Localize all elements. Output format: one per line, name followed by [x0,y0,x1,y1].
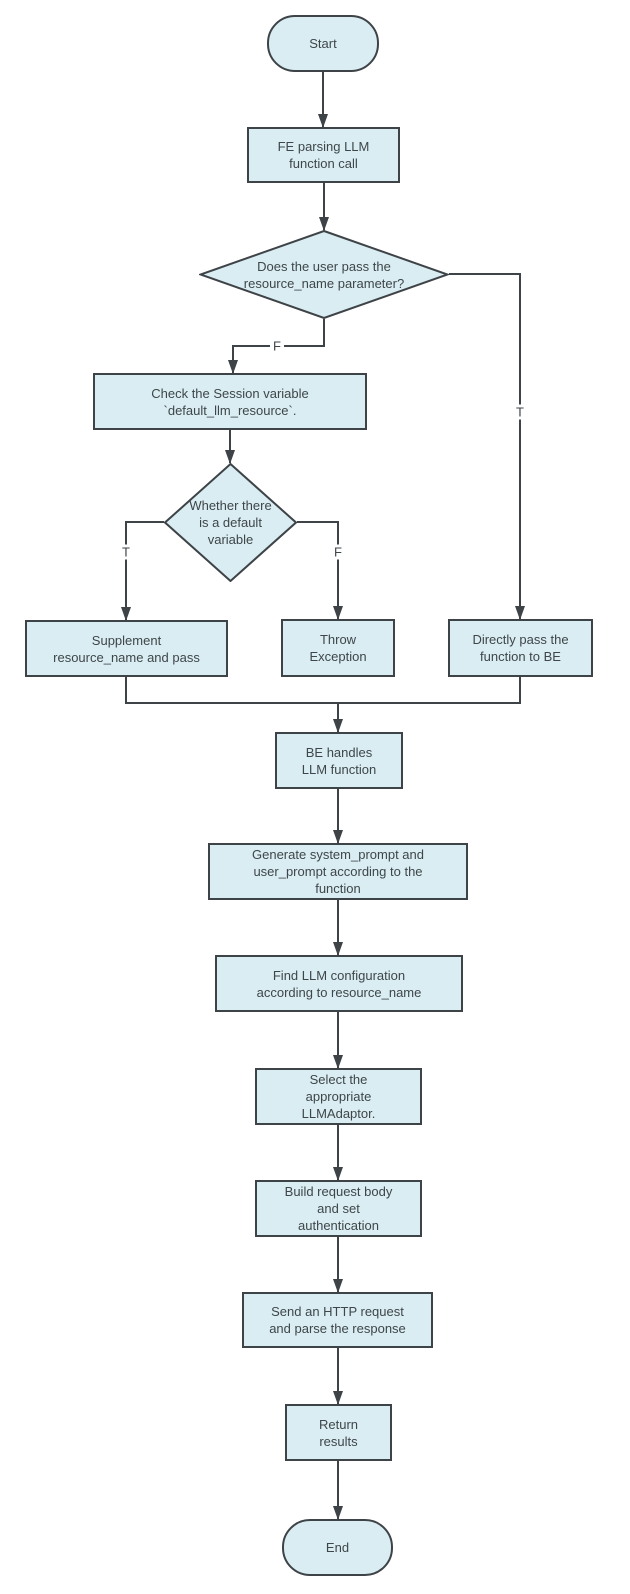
node-send-request-label: Send an HTTP request and parse the respo… [269,1304,406,1336]
node-be-handles-label: BE handles LLM function [301,744,377,777]
decision-diamond-shape [199,230,449,319]
node-user-pass-decision: Does the user pass the resource_name par… [199,230,449,319]
node-throw-exception-label: Throw Exception [309,632,367,664]
edge-label-default-var-false: F [331,544,345,560]
node-return-results: Return results [285,1404,392,1461]
node-end: End [282,1519,393,1576]
node-start: Start [267,15,379,72]
edge-direct-pass-to-merge [338,677,521,704]
node-build-request-label: Build request body and set authenticatio… [284,1184,393,1233]
edge-default-var-true-to-supplement [121,521,164,621]
node-fe-parsing: FE parsing LLM function call [247,127,400,183]
node-default-var-decision: Whether there is a default variable [164,463,297,582]
node-default-var-decision-label: Whether there is a default variable [189,498,272,547]
edge-user-pass-true-to-direct-pass [449,273,525,620]
node-find-config-label: Find LLM configuration according to reso… [256,967,422,1000]
edge-label-default-var-true: T [119,544,133,560]
node-send-request: Send an HTTP request and parse the respo… [242,1292,433,1348]
edge-supplement-to-merge [125,677,338,704]
decision-diamond-shape [164,463,297,582]
node-generate-prompts-label: Generate system_prompt and user_prompt a… [252,847,424,896]
node-build-request: Build request body and set authenticatio… [255,1180,422,1237]
node-end-label: End [325,1540,350,1555]
edge-default-var-false-to-throw-exception [297,521,343,620]
node-check-session-label: Check the Session variable `default_llm_… [151,385,309,418]
node-be-handles: BE handles LLM function [275,732,403,789]
node-check-session: Check the Session variable `default_llm_… [93,373,367,430]
node-generate-prompts: Generate system_prompt and user_prompt a… [208,843,468,900]
node-find-config: Find LLM configuration according to reso… [215,955,463,1012]
node-direct-pass: Directly pass the function to BE [448,619,593,677]
edge-label-user-pass-false: F [270,338,284,354]
node-supplement-label: Supplement resource_name and pass [53,632,200,665]
node-direct-pass-label: Directly pass the function to BE [472,632,569,664]
node-return-results-label: Return results [318,1416,359,1449]
node-select-adaptor-label: Select the appropriate LLMAdaptor. [301,1072,376,1121]
node-throw-exception: Throw Exception [281,619,395,677]
node-fe-parsing-label: FE parsing LLM function call [277,139,370,171]
node-user-pass-decision-label: Does the user pass the resource_name par… [243,258,405,291]
edge-label-user-pass-true: T [513,404,527,420]
node-select-adaptor: Select the appropriate LLMAdaptor. [255,1068,422,1125]
node-start-label: Start [309,36,337,51]
node-supplement: Supplement resource_name and pass [25,620,228,677]
